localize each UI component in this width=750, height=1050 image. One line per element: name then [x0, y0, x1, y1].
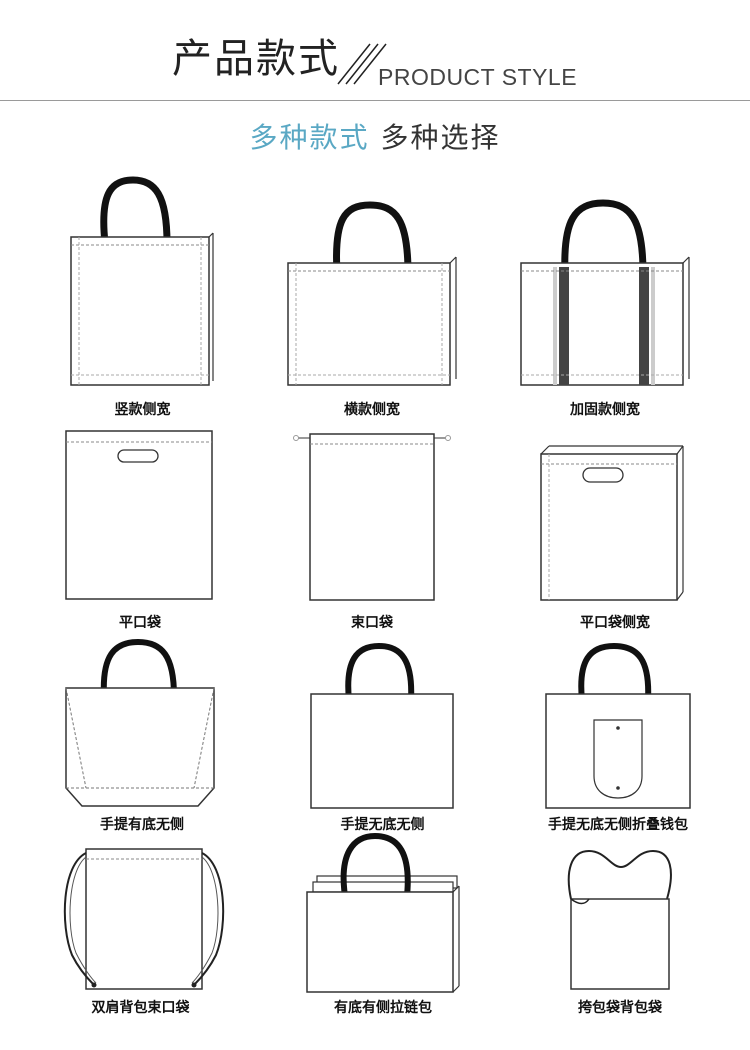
style-label: 挎包袋背包袋 — [578, 1000, 662, 1016]
slash-decoration-icon — [337, 43, 387, 85]
handle-bag-bottom-icon — [65, 638, 215, 807]
style-label: 平口袋 — [119, 615, 161, 631]
style-label: 手提无底无侧 — [340, 817, 425, 833]
style-card-drawstring: 束口袋 — [292, 428, 452, 638]
style-card-flat-gusset: 平口袋侧宽 — [535, 428, 695, 638]
backpack-drawstring-icon — [63, 848, 225, 990]
style-card-vertical-gusset: 竖款侧宽 — [55, 175, 230, 425]
header-divider — [0, 100, 750, 101]
handle-bag-flat-icon — [310, 642, 454, 809]
style-card-backpack-drawstring: 双肩背包束口袋 — [58, 845, 225, 1025]
style-label: 加固款侧宽 — [570, 402, 640, 418]
style-label: 有底有侧拉链包 — [334, 1000, 432, 1016]
foldable-bag-icon — [545, 642, 691, 809]
style-label: 手提有底无侧 — [100, 817, 184, 833]
flat-gusset-bag-icon — [540, 445, 684, 601]
style-label: 横款侧宽 — [344, 402, 400, 418]
style-card-foldable-wallet: 手提无底无侧折叠钱包 — [538, 638, 698, 838]
drawstring-bag-icon — [293, 433, 451, 601]
subtitle-accent: 多种款式 — [249, 121, 370, 154]
style-card-horizontal-gusset: 横款侧宽 — [282, 175, 462, 425]
style-card-zipper-bag: 有底有侧拉链包 — [303, 830, 463, 1025]
style-card-flat: 平口袋 — [60, 428, 220, 638]
tote-bag-vertical-icon — [70, 176, 214, 386]
style-label: 双肩背包束口袋 — [91, 1000, 190, 1016]
subtitle-plain: 多种选择 — [380, 121, 501, 154]
shoulder-bag-icon — [567, 849, 672, 990]
style-card-handle-bottom-no-side: 手提有底无侧 — [62, 638, 222, 838]
style-card-handle-no-bottom-no-side: 手提无底无侧 — [305, 638, 460, 838]
tote-bag-horizontal-icon — [287, 201, 457, 386]
style-label: 平口袋侧宽 — [580, 615, 650, 631]
tote-bag-reinforced-icon — [520, 199, 690, 386]
style-card-shoulder-bag: 挎包袋背包袋 — [545, 845, 695, 1025]
page-header: 产品款式 PRODUCT STYLE — [0, 0, 750, 110]
flat-bag-icon — [65, 430, 213, 600]
page-subtitle: 多种款式 多种选择 — [0, 116, 750, 156]
page-title: 产品款式 — [172, 36, 340, 82]
style-card-reinforced-gusset: 加固款侧宽 — [515, 175, 695, 425]
style-label: 竖款侧宽 — [114, 402, 171, 418]
page-title-english: PRODUCT STYLE — [378, 64, 578, 90]
style-label: 手提无底无侧折叠钱包 — [548, 817, 688, 833]
zipper-bag-icon — [306, 832, 460, 993]
style-label: 束口袋 — [351, 615, 393, 631]
